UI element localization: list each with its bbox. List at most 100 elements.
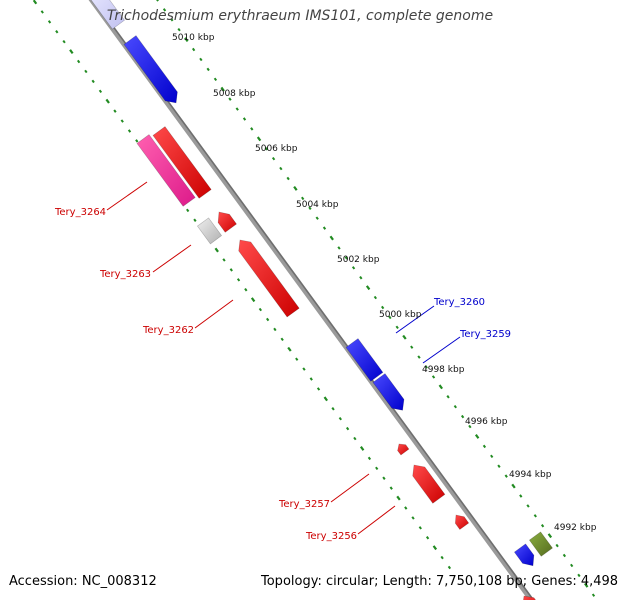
outer-tick-mark xyxy=(438,384,443,390)
outer-tick-mark xyxy=(228,97,232,101)
outer-tick-mark xyxy=(577,573,581,578)
gene-label[interactable]: Tery_3260 xyxy=(433,297,485,308)
gene-label[interactable]: Tery_3256 xyxy=(305,531,357,542)
outer-tick-mark xyxy=(533,514,537,518)
callout-line xyxy=(357,505,396,535)
outer-tick-mark xyxy=(504,474,508,478)
scale-label: 5004 kbp xyxy=(296,200,339,210)
outer-tick-mark xyxy=(497,464,501,468)
inner-tick-mark xyxy=(113,109,117,113)
inner-tick-mark xyxy=(47,20,52,24)
gene-label[interactable]: Tery_3263 xyxy=(99,269,151,280)
outer-tick-mark xyxy=(279,166,283,171)
feature-red-tery-3257-b[interactable] xyxy=(412,464,446,504)
scale-label: 4994 kbp xyxy=(509,470,552,480)
outer-tick-mark xyxy=(235,107,239,111)
feature-red-tery-3257-a[interactable] xyxy=(397,443,410,456)
scale-label: 4992 kbp xyxy=(554,523,597,533)
outer-tick-mark xyxy=(591,593,596,597)
inner-tick-mark xyxy=(367,456,372,461)
scale-label: 5000 kbp xyxy=(379,310,422,320)
outer-tick-mark xyxy=(468,424,472,429)
outer-tick-mark xyxy=(410,345,414,349)
outer-tick-mark xyxy=(191,47,196,52)
inner-tick-mark xyxy=(186,208,190,213)
scale-label: 5006 kbp xyxy=(255,144,298,154)
outer-tick-mark xyxy=(256,136,262,142)
inner-tick-mark xyxy=(432,545,438,551)
outer-tick-mark xyxy=(373,295,378,300)
feature-red-bottom[interactable] xyxy=(523,595,540,600)
inner-tick-mark xyxy=(214,247,219,253)
inner-tick-mark xyxy=(302,367,306,371)
callout-line xyxy=(152,244,192,273)
inner-tick-mark xyxy=(418,526,422,530)
feature-red-tery-3262[interactable] xyxy=(238,239,300,318)
outer-tick-mark xyxy=(264,147,268,151)
inner-tick-mark xyxy=(382,476,386,480)
topology-text: Topology: circular; Length: 7,750,108 bp… xyxy=(261,574,618,589)
outer-tick-mark xyxy=(555,543,559,548)
outer-tick-mark xyxy=(184,37,189,43)
outer-tick-mark xyxy=(431,375,436,379)
inner-tick-mark xyxy=(280,337,284,342)
inner-tick-mark xyxy=(69,49,74,55)
inner-tick-mark xyxy=(127,129,132,133)
gene-label[interactable]: Tery_3262 xyxy=(142,325,194,336)
inner-tick-mark xyxy=(338,416,342,421)
outer-tick-mark xyxy=(460,414,465,419)
feature-red-tery-3256[interactable] xyxy=(454,514,470,530)
accession-text: Accession: NC_008312 xyxy=(9,574,157,589)
inner-tick-mark xyxy=(98,89,103,94)
inner-tick-mark xyxy=(236,278,241,282)
outer-tick-mark xyxy=(511,483,516,489)
feature-lavender[interactable] xyxy=(90,0,125,30)
outer-tick-mark xyxy=(206,67,210,72)
scale-label: 5010 kbp xyxy=(172,33,215,43)
outer-tick-mark xyxy=(365,285,371,291)
inner-tick-mark xyxy=(32,0,38,5)
gene-label[interactable]: Tery_3264 xyxy=(54,207,106,218)
gene-label[interactable]: Tery_3257 xyxy=(278,499,330,510)
gene-label[interactable]: Tery_3259 xyxy=(459,329,511,340)
feature-blue-4992[interactable] xyxy=(513,543,535,567)
outer-tick-mark xyxy=(424,365,428,369)
feature-gray-tery-3263[interactable] xyxy=(196,217,223,245)
callout-line xyxy=(330,473,370,503)
inner-tick-mark xyxy=(229,268,233,272)
feature-red-5006[interactable] xyxy=(152,126,212,199)
inner-tick-mark xyxy=(222,258,226,262)
feature-blue-tery-3260[interactable] xyxy=(345,338,384,382)
inner-tick-mark xyxy=(258,307,263,312)
outer-tick-mark xyxy=(584,582,589,588)
inner-tick-mark xyxy=(287,346,292,352)
outer-tick-mark xyxy=(526,504,530,508)
outer-tick-mark xyxy=(388,315,392,320)
outer-tick-mark xyxy=(540,524,545,528)
outer-tick-mark xyxy=(220,86,225,92)
inner-tick-mark xyxy=(250,297,256,303)
inner-tick-mark xyxy=(331,407,335,411)
page-title: Trichodesmium erythraeum IMS101, complet… xyxy=(106,8,494,24)
inner-tick-mark xyxy=(135,139,139,143)
feature-pink-tery-3264[interactable] xyxy=(136,134,196,207)
outer-tick-mark xyxy=(329,235,334,241)
feature-blue-tery-3259[interactable] xyxy=(372,373,405,411)
feature-olive-4992[interactable] xyxy=(528,531,553,557)
outer-tick-mark xyxy=(250,127,254,131)
inner-tick-mark xyxy=(91,79,95,84)
outer-tick-mark xyxy=(322,226,327,230)
outer-tick-mark xyxy=(351,266,356,270)
scale-label: 4996 kbp xyxy=(465,417,508,427)
inner-tick-mark xyxy=(309,377,313,381)
inner-tick-mark xyxy=(411,516,415,520)
feature-red-small-5004[interactable] xyxy=(217,211,237,233)
outer-tick-mark xyxy=(453,404,457,409)
inner-tick-mark xyxy=(396,495,401,501)
inner-tick-mark xyxy=(440,555,444,560)
inner-tick-mark xyxy=(425,536,430,540)
feature-blue-5009[interactable] xyxy=(123,35,178,104)
outer-tick-mark xyxy=(474,434,480,439)
inner-tick-mark xyxy=(353,436,357,441)
